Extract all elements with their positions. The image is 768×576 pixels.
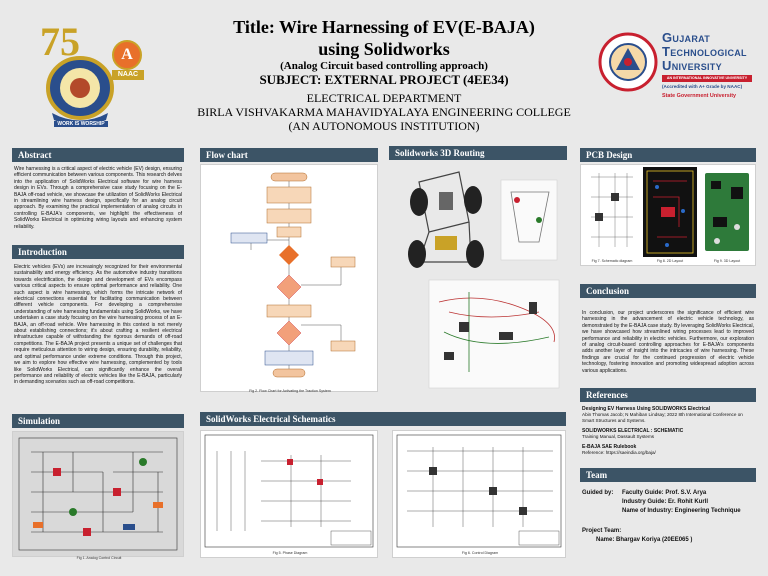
reference-text: Reference: https://saeindia.org/baja/ [582, 450, 656, 455]
left-logo: 75 A NAAC WORK IS WORSHIP [30, 18, 160, 128]
faculty-guide: Faculty Guide: Prof. S.V. Arya [622, 490, 707, 496]
poster-header: Title: Wire Harnessing of EV(E-BAJA) usi… [160, 16, 608, 142]
pcb-panel: Fig 7. Schematic diagram Fig 8. 2D Layou… [580, 164, 756, 266]
pcb-3d-layout-image [701, 167, 753, 257]
references-heading: References [580, 388, 756, 402]
schematics-heading: SolidWorks Electrical Schematics [200, 412, 566, 426]
industry-guide: Industry Guide: Er. Rohit Kurll [622, 499, 709, 505]
reference-item: Designing EV Harness Using SOLIDWORKS El… [582, 406, 754, 424]
naac-label: NAAC [112, 70, 144, 80]
poster-title-line2: using Solidworks [318, 39, 450, 59]
reference-title: Designing EV Harness Using SOLIDWORKS El… [582, 406, 711, 412]
control-diagram-caption: Fig 6. Control Diagram [461, 551, 499, 555]
analog-circuit-drawing [18, 437, 178, 551]
industry-name: Name of Industry: Engineering Technique [622, 508, 741, 514]
poster-college: BIRLA VISHVAKARMA MAHAVIDYALAYA ENGINEER… [197, 105, 571, 119]
team-member: Name: Bhargav Koriya (20EE065 ) [596, 537, 693, 543]
naac-badge: A [112, 40, 142, 70]
control-diagram-drawing [396, 434, 562, 548]
gtu-emblem [598, 32, 658, 92]
badge-75-number: 75 [40, 19, 80, 64]
reference-item: E-BAJA SAE Rulebook Reference: https://s… [582, 444, 754, 456]
phase-diagram-drawing [204, 434, 374, 548]
poster-subject: SUBJECT: EXTERNAL PROJECT (4EE34) [259, 72, 509, 87]
motto-ribbon: WORK IS WORSHIP [54, 121, 108, 127]
flowchart-panel: Fig 2. Flow Chart for Activating the Tra… [200, 164, 378, 393]
pcb-caption-3d: Fig 9. 3D Layout [713, 259, 741, 263]
flowchart-heading: Flow chart [200, 148, 378, 162]
reference-item: SOLIDWORKS ELECTRICAL : SCHEMATIC Traini… [582, 428, 754, 440]
simulation-caption: Fig 1. Analog Control Circuit [76, 556, 122, 560]
college-75-years-emblem [46, 56, 114, 126]
pcb-caption-2d: Fig 8. 2D Layout [656, 259, 684, 263]
pcb-schematic-image [585, 167, 639, 257]
naac-grade-letter: A [121, 46, 133, 63]
poster-title-line1: Title: Wire Harnessing of EV(E-BAJA) [233, 17, 535, 37]
routing-heading: Solidworks 3D Routing [389, 146, 567, 160]
conclusion-heading: Conclusion [580, 284, 756, 298]
reference-text: Training Manual, Dassault Systems [582, 434, 655, 439]
pcb-2d-layout-image [643, 167, 697, 257]
project-team-label: Project Team: [582, 528, 622, 534]
abstract-text: Wire harnessing is a critical aspect of … [14, 166, 182, 230]
reference-text: Abin Thomas Jacob; N Mahiban Lindsay; 20… [582, 412, 743, 423]
conclusion-text: In conclusion, our project underscores t… [582, 310, 754, 374]
gtu-name-line1: Gujarat [662, 30, 711, 45]
pcb-caption-schematic: Fig 7. Schematic diagram [591, 259, 633, 263]
simulation-circuit-image: Fig 1. Analog Control Circuit [12, 431, 184, 560]
introduction-heading: Introduction [12, 245, 184, 259]
phase-diagram-image: Fig 5. Phase Diagram [200, 430, 378, 558]
routing-panel [389, 162, 567, 394]
ebaja-3d-routing-render [408, 171, 560, 389]
right-logo: Gujarat Technological University AN INTE… [596, 26, 756, 112]
introduction-text: Electric vehicles (EVs) are increasingly… [14, 264, 182, 386]
team-heading: Team [580, 468, 756, 482]
pcb-2d-drawing [646, 170, 694, 254]
reference-title: SOLIDWORKS ELECTRICAL : SCHEMATIC [582, 428, 684, 434]
references-list: Designing EV Harness Using SOLIDWORKS El… [582, 406, 754, 456]
flowchart-diagram [230, 172, 356, 378]
pcb-3d-drawing [705, 173, 749, 251]
pcb-schematic-drawing [591, 173, 633, 247]
guided-by-label: Guided by: [582, 490, 614, 496]
gtu-tagline: AN INTERNATIONAL INNOVATIVE UNIVERSITY [662, 75, 752, 82]
phase-diagram-caption: Fig 5. Phase Diagram [272, 551, 308, 555]
poster-autonomous: (AN AUTONOMOUS INSTITUTION) [288, 119, 480, 133]
poster-subtitle: (Analog Circuit based controlling approa… [280, 60, 488, 72]
gtu-name-line3: University [662, 58, 722, 73]
poster-department: ELECTRICAL DEPARTMENT [306, 91, 462, 105]
reference-title: E-BAJA SAE Rulebook [582, 444, 637, 450]
gtu-state: State Government University [662, 93, 736, 99]
gtu-accreditation: (Accredited with A+ Grade by NAAC) [662, 84, 743, 89]
flowchart-caption: Fig 2. Flow Chart for Activating the Tra… [249, 389, 331, 393]
simulation-heading: Simulation [12, 414, 184, 428]
abstract-heading: Abstract [12, 148, 184, 162]
pcb-heading: PCB Design [580, 148, 756, 162]
control-diagram-image: Fig 6. Control Diagram [392, 430, 566, 558]
gtu-name-line2: Technological [662, 44, 747, 59]
